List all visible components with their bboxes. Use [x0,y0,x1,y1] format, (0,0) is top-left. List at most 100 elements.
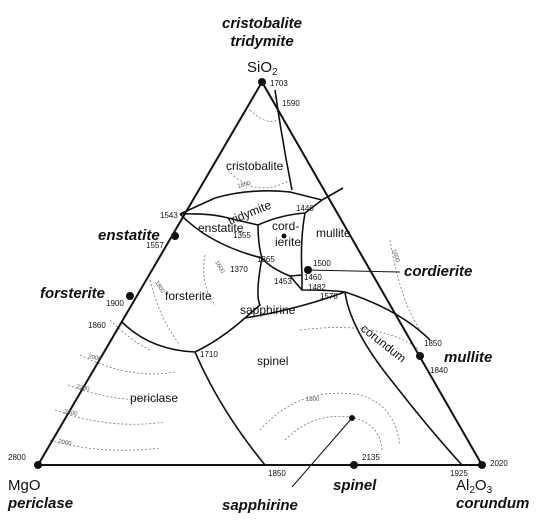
temp-1482: 1482 [308,283,326,292]
boundary-cristobalite-tridymite [214,190,323,201]
mineral-mullite: mullite [444,349,492,366]
field-spinel: spinel [257,354,288,368]
boundary-forsterite-cordierite [261,257,303,277]
boundary-upper [274,89,293,191]
temp-1365: 1365 [257,255,275,264]
field-cristobalite: cristobalite [226,159,284,173]
point-enstatite [171,232,179,240]
field-periclase: periclase [130,391,178,405]
isotherm-label: 2200 [76,384,91,393]
field-sapphirine: sapphirine [240,303,296,317]
boundary-mullite-tick [321,187,344,201]
vertex-periclase-label: periclase [7,495,73,512]
temp-2800: 2800 [8,453,26,462]
boundary-silica-enstatite [179,197,216,215]
mineral-spinel: spinel [333,477,377,494]
vertex-mgo-label: MgO [8,477,41,494]
temp-1453: 1453 [274,277,292,286]
boundary-mullite-sapphirine [301,275,346,293]
boundary-sapphirine-spinel [244,291,346,319]
temp-1850-right: 1850 [424,339,442,348]
isotherm-curve [203,254,216,306]
boundary-enstatite-cordierite [257,224,263,259]
point-sapphirine [349,415,355,421]
temp-1703: 1703 [270,79,288,88]
isotherm-label: 1800 [237,181,252,190]
isotherm-curve [79,354,176,375]
temp-1460: 1460 [304,273,322,282]
heading-cristobalite: cristobalite [222,15,302,32]
phase-boundaries [121,89,463,466]
vertex-sio2-label: SiO2 [247,59,278,78]
isotherm-label: 2000 [88,354,103,363]
composition-points [34,78,486,469]
mineral-forsterite: forsterite [40,285,105,302]
isotherm-label: 1800 [153,280,165,295]
point-cord-field [281,233,287,239]
isotherm-curve [54,409,166,425]
temperature-labels: 1703 1590 1543 1557 1355 1440 1365 1370 … [8,79,508,478]
isotherm-label: 1800 [306,397,320,403]
boundary-spinel-corundum [344,291,463,466]
triangle-edges [37,81,483,466]
mineral-sapphirine: sapphirine [222,497,298,514]
temp-2135: 2135 [362,453,380,462]
point-mullite [416,352,424,360]
temp-1500: 1500 [313,259,331,268]
field-mullite: mullite [316,226,351,240]
field-cord: cord- [272,219,299,233]
boundary-periclase-forsterite [121,321,196,353]
heading-tridymite: tridymite [230,33,293,50]
isotherm-label: 1600 [390,249,400,264]
pointer-lines [291,269,401,488]
boundary-mullite-corundum [344,291,431,341]
point-sio2 [258,78,266,86]
temp-1860: 1860 [88,321,106,330]
vertex-al2o3-label: Al2O3 [456,477,493,496]
isotherm-curve [299,327,421,351]
edge-sio2-al2o3 [261,81,483,466]
isotherm-curve [284,415,383,451]
field-forsterite: forsterite [165,289,212,303]
boundary-cordierite-mullite [300,212,306,276]
temp-1543: 1543 [160,211,178,220]
boundary-enstatite-top [179,213,259,226]
point-spinel [350,461,358,469]
point-cordierite [304,266,312,274]
boundary-cordierite-sapphirine [289,275,303,291]
field-ierite: ierite [275,235,301,249]
pointer-cordierite [307,269,401,273]
temp-1557: 1557 [146,241,164,250]
point-al2o3 [478,461,486,469]
isotherm-label: 1600 [213,260,225,275]
point-forsterite [126,292,134,300]
boundary-enstatite-forsterite [179,213,263,259]
isotherm-curve [67,384,171,401]
boundary-forsterite-spinel [194,317,246,353]
isotherm-curve [109,319,151,351]
temp-1440: 1440 [296,204,314,213]
temp-1355: 1355 [233,231,251,240]
isotherm-label: 2400 [64,409,79,418]
pointer-sapphirine [291,417,353,488]
temp-1578: 1578 [320,292,338,301]
edge-sio2-mgo [37,81,263,466]
temp-1900: 1900 [106,299,124,308]
isotherm-curve [227,169,291,189]
isotherm-curve [49,439,161,451]
mineral-enstatite: enstatite [98,227,160,244]
temp-1850-bottom: 1850 [268,469,286,478]
temp-1590: 1590 [282,99,300,108]
isotherm-label: 2000 [58,439,73,447]
boundary-periclase-spinel [194,351,266,466]
temp-1370: 1370 [230,265,248,274]
point-mgo [34,461,42,469]
field-enstatite: enstatite [198,221,244,235]
vertex-corundum-label: corundum [456,495,529,512]
temp-1710: 1710 [200,350,218,359]
temp-2020: 2020 [490,459,508,468]
temp-1840: 1840 [430,366,448,375]
mineral-cordierite: cordierite [404,263,472,280]
